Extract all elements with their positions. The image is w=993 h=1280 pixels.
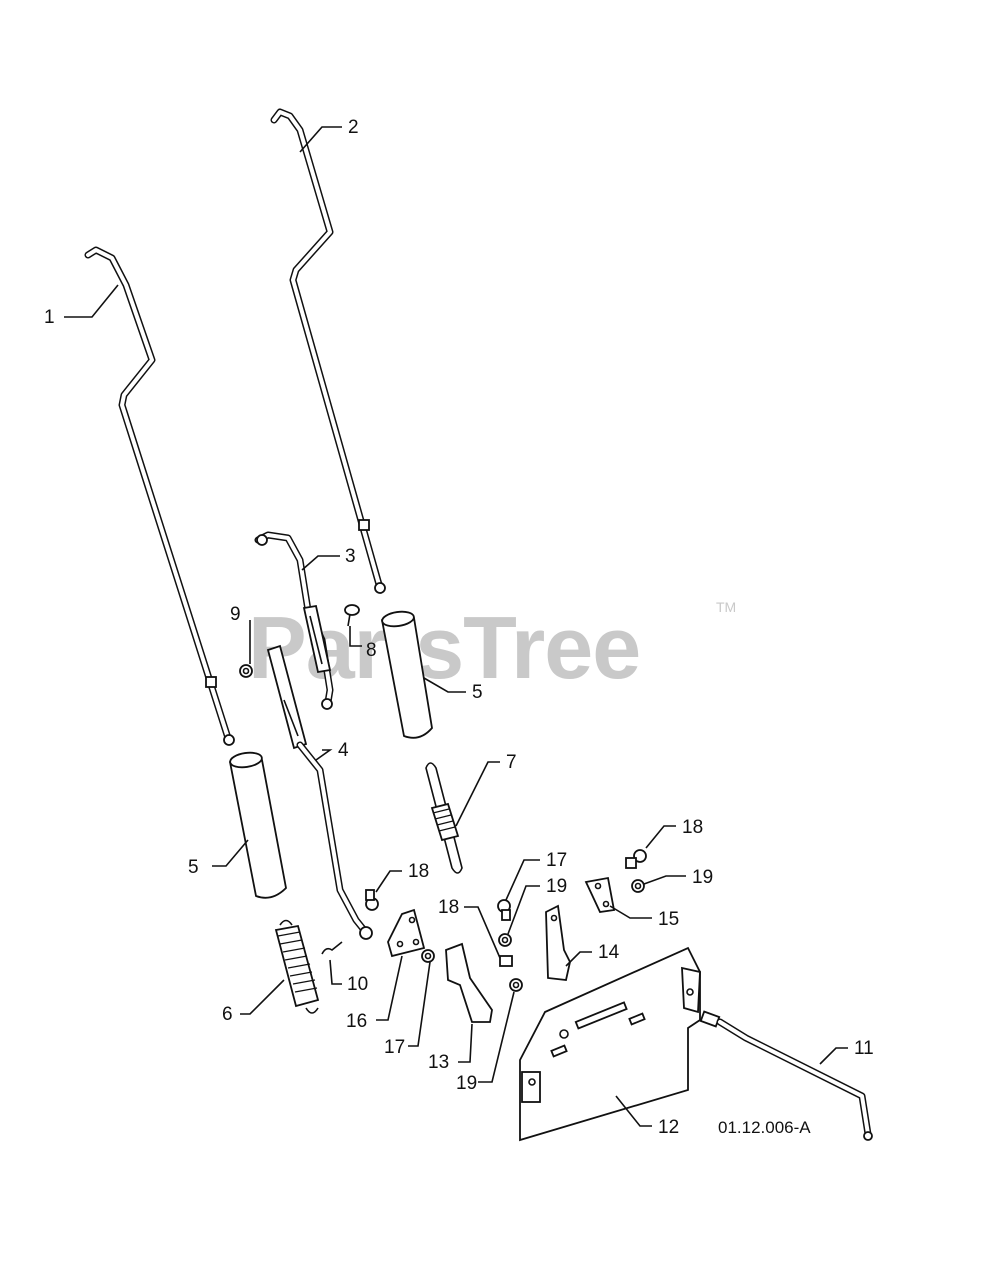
part-5-grip-lower[interactable] (228, 751, 287, 899)
leader-lines (64, 126, 848, 1127)
part-18-bolt-left[interactable] (365, 889, 379, 911)
part-17-bolt-upper[interactable] (497, 899, 511, 921)
callout-18-right[interactable]: 18 (682, 817, 703, 838)
callout-19-lower[interactable]: 19 (456, 1073, 477, 1094)
part-11-rod[interactable] (699, 1010, 873, 1141)
part-14-bracket[interactable] (545, 904, 571, 981)
callout-8[interactable]: 8 (366, 640, 377, 661)
part-6-spring[interactable] (274, 919, 320, 1014)
part-19-nut-center[interactable] (498, 933, 512, 947)
callout-13[interactable]: 13 (428, 1052, 449, 1073)
callout-7[interactable]: 7 (506, 752, 517, 773)
callout-9[interactable]: 9 (230, 604, 241, 625)
callout-12[interactable]: 12 (658, 1117, 679, 1138)
callout-6[interactable]: 6 (222, 1004, 233, 1025)
part-15-plate[interactable] (584, 876, 616, 913)
watermark-trademark: TM (716, 599, 736, 615)
callout-4[interactable]: 4 (338, 740, 349, 761)
part-17-bolt-lower[interactable] (421, 949, 435, 963)
callout-19-right[interactable]: 19 (692, 867, 713, 888)
diagram-code: 01.12.006-A (718, 1118, 811, 1137)
callout-16[interactable]: 16 (346, 1011, 367, 1032)
part-12-plate[interactable] (519, 946, 701, 1142)
part-16-plate[interactable] (387, 908, 426, 958)
callout-19-center[interactable]: 19 (546, 876, 567, 897)
part-18-bolt-center[interactable] (499, 955, 513, 967)
part-18-bolt-right[interactable] (625, 849, 647, 869)
part-7-spring[interactable] (425, 762, 463, 874)
callout-15[interactable]: 15 (658, 909, 679, 930)
callout-18-center[interactable]: 18 (438, 897, 459, 918)
callout-10[interactable]: 10 (347, 974, 368, 995)
callout-18-left[interactable]: 18 (408, 861, 429, 882)
part-3-link[interactable] (254, 531, 334, 710)
callout-5-upper[interactable]: 5 (472, 682, 483, 703)
callout-17-upper[interactable]: 17 (546, 850, 567, 871)
callout-14[interactable]: 14 (598, 942, 620, 963)
part-19-nut-right[interactable] (631, 879, 645, 893)
part-2-lift-rod[interactable] (270, 108, 386, 594)
part-10-cotter-pin[interactable] (321, 941, 343, 955)
callout-5-lower[interactable]: 5 (188, 857, 199, 878)
part-13-bracket[interactable] (445, 942, 493, 1023)
callout-2[interactable]: 2 (348, 117, 359, 138)
callout-11[interactable]: 11 (854, 1038, 874, 1059)
callout-1[interactable]: 1 (44, 307, 55, 328)
part-9-nut[interactable] (239, 664, 253, 678)
part-4-control-rod[interactable] (266, 644, 373, 940)
callout-3[interactable]: 3 (345, 546, 356, 567)
part-19-nut-lower[interactable] (509, 978, 523, 992)
part-1-lift-rod[interactable] (84, 246, 235, 746)
part-8-pin[interactable] (344, 604, 360, 627)
part-5-grip-upper[interactable] (381, 610, 433, 739)
callout-17-lower[interactable]: 17 (384, 1037, 405, 1058)
